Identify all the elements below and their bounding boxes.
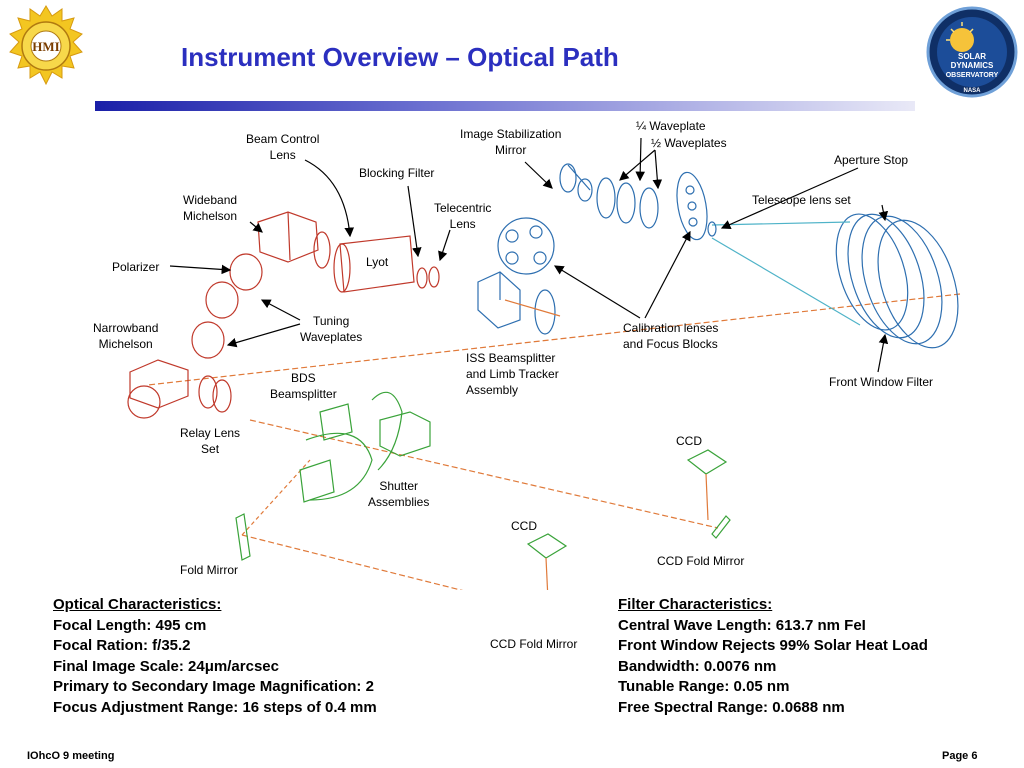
aperture-stop [676, 171, 717, 241]
arrow-aperture-stop [720, 167, 859, 230]
arrow-tuning-waveplates-1 [260, 299, 301, 321]
fold-mirror [235, 513, 251, 561]
optical-line: Final Image Scale: 24μm/arcsec [53, 657, 279, 675]
wideband-michelson [257, 211, 319, 263]
label-ccd-upper: CCD [676, 434, 702, 448]
label-ccd-fold-mirror-lower: CCD Fold Mirror [490, 637, 578, 651]
calibration-wheel [497, 217, 555, 275]
sdo-logo-line-1: SOLAR [958, 52, 986, 61]
ccd-lower [526, 533, 568, 590]
sdo-logo-line-3: OBSERVATORY [946, 72, 999, 79]
filter-line: Bandwidth: 0.0076 nm [618, 657, 777, 675]
arrow-quarter-waveplate [635, 137, 645, 182]
shutter-assemblies [371, 391, 431, 471]
label-fold-mirror: Fold Mirror [180, 563, 239, 577]
optical-characteristics-heading: Optical Characteristics: [53, 596, 222, 613]
filter-line: Front Window Rejects 99% Solar Heat Load [618, 637, 928, 654]
hmi-logo: HMI [9, 5, 83, 86]
arrow-half-waveplate-1 [652, 149, 663, 190]
arrow-blocking-filter [407, 185, 422, 258]
ccd-fold-mirror-upper [711, 515, 731, 539]
label-ccd-fold-mirror-upper: CCD Fold Mirror [657, 554, 745, 568]
arrow-polarizer [169, 264, 232, 275]
optical-line: Focal Length: 495 cm [53, 616, 207, 634]
arrow-wideband-michelson [249, 221, 263, 233]
label-front-window-filter: Front Window Filter [829, 375, 934, 389]
waveplates [596, 177, 659, 229]
sdo-logo-line-2: DYNAMICS [951, 61, 994, 70]
label-polarizer: Polarizer [112, 260, 160, 274]
label-quarter-waveplate: ¼ Waveplate [636, 119, 706, 133]
relay-lens-set [198, 375, 232, 413]
title-underline-bar [95, 101, 915, 111]
label-blocking-filter: Blocking Filter [359, 166, 435, 180]
beam-path-main [147, 293, 961, 386]
filter-characteristics-heading: Filter Characteristics: [618, 596, 773, 613]
optical-line: Focal Ration: f/35.2 [53, 637, 191, 654]
filter-line: Free Spectral Range: 0.0688 nm [618, 698, 845, 716]
label-telescope-lens-set: Telescope lens set [752, 193, 851, 207]
hmi-logo-text: HMI [32, 39, 59, 54]
optical-line: Primary to Secondary Image Magnification… [53, 678, 374, 695]
filter-line: Central Wave Length: 613.7 nm FeI [618, 616, 866, 634]
image-stabilization-mirror [559, 163, 593, 202]
filter-characteristics: Filter Characteristics: Central Wave Len… [618, 595, 928, 718]
optical-path-diagram [127, 137, 961, 590]
bds-beamsplitter [299, 403, 373, 503]
arrow-calibration-2 [644, 230, 691, 319]
narrowband-michelson [127, 359, 189, 419]
arrow-telescope-lens-set [878, 204, 889, 222]
footer-meeting: IOhcO 9 meeting [27, 750, 115, 762]
page-title: Instrument Overview – Optical Path [181, 42, 619, 72]
label-aperture-stop: Aperture Stop [834, 153, 909, 167]
beam-path-fold [241, 534, 464, 590]
telescope-lens-set [835, 213, 959, 349]
sdo-logo: SOLAR DYNAMICS OBSERVATORY NASA [926, 6, 1018, 98]
iss-beamsplitter [477, 271, 561, 335]
ccd-upper [686, 449, 728, 521]
arrow-calibration-1 [553, 265, 641, 319]
lyot-filter [313, 231, 440, 293]
beam-path-lower [249, 419, 719, 529]
arrow-beam-control-lens [304, 159, 355, 238]
optical-line: Focus Adjustment Range: 16 steps of 0.4 … [53, 698, 377, 716]
filter-line: Tunable Range: 0.05 nm [618, 678, 790, 695]
arrow-half-waveplate-2 [619, 149, 656, 181]
footer-page-number: Page 6 [942, 750, 978, 762]
optical-characteristics: Optical Characteristics: Focal Length: 4… [53, 595, 377, 718]
beam-path-vertical [241, 459, 311, 536]
label-lyot: Lyot [366, 255, 389, 269]
arrow-tuning-waveplates-2 [226, 323, 301, 348]
label-half-waveplates: ½ Waveplates [651, 136, 727, 150]
arrow-front-window [877, 333, 889, 373]
sdo-logo-line-4: NASA [963, 88, 981, 94]
label-ccd-lower: CCD [511, 519, 537, 533]
arrow-telecentric-lens [438, 229, 451, 262]
arrow-image-stabilization [524, 161, 553, 189]
